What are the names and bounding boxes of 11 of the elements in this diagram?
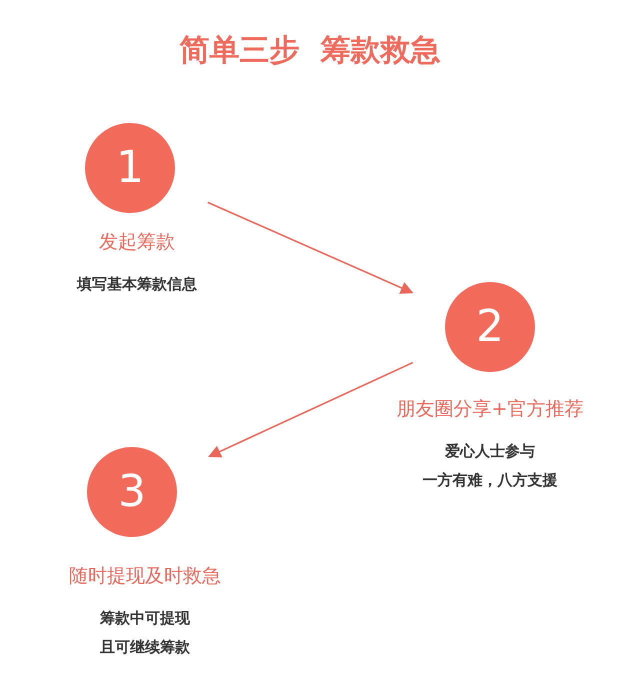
arrow	[208, 362, 414, 458]
step-heading: 随时提现及时救急	[69, 564, 221, 589]
step-description: 筹款中可提现	[100, 608, 190, 629]
step-heading: 朋友圈分享+官方推荐	[396, 397, 584, 422]
step-heading: 发起筹款	[99, 230, 175, 255]
step-description: 一方有难，八方支援	[422, 470, 558, 491]
step-description: 且可继续筹款	[100, 637, 190, 658]
title: 简单三步 筹款救急	[178, 32, 442, 70]
step-description: 爱心人士参与	[445, 441, 535, 462]
step-description: 填写基本筹款信息	[77, 274, 197, 295]
arrow	[207, 202, 414, 294]
